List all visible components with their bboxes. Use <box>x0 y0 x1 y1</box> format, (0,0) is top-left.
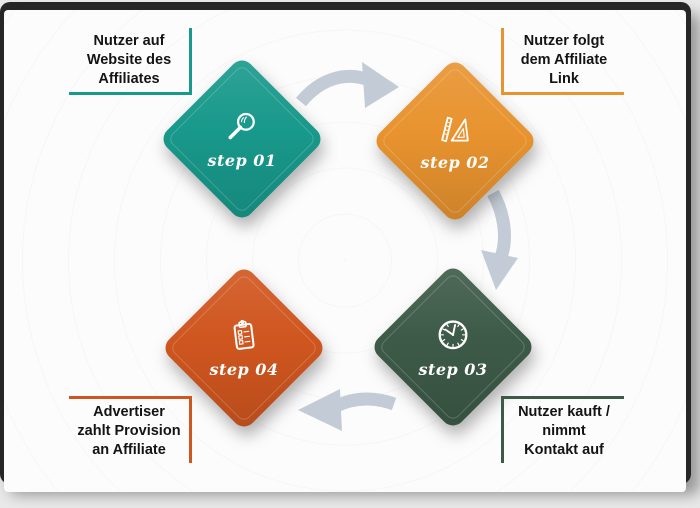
step-01-caption-text: Nutzer auf Website des Affiliates <box>86 32 172 87</box>
step-04-diamond: step 04 <box>160 264 328 432</box>
clipboard-icon <box>225 318 263 356</box>
step-03-diamond-shape: step 03 <box>369 263 537 431</box>
step-04-caption: Advertiser zahlt Provision an Affiliate <box>69 396 192 463</box>
step-03-diamond: step 03 <box>369 263 537 431</box>
ruler-triangle-icon <box>436 111 474 149</box>
step-01-diamond: step 01 <box>158 55 326 223</box>
clock-icon <box>433 316 473 356</box>
step-02-caption-text: Nutzer folgt dem Affiliate Link <box>520 32 608 87</box>
step-04-label: step 04 <box>209 359 279 379</box>
step-02-caption: Nutzer folgt dem Affiliate Link <box>501 28 624 95</box>
step-01-caption: Nutzer auf Website des Affiliates <box>69 28 192 95</box>
magnifier-icon <box>223 109 261 147</box>
step-01-diamond-shape: step 01 <box>158 55 326 223</box>
step-03-label: step 03 <box>418 359 488 379</box>
step-01-label: step 01 <box>207 150 277 170</box>
step-02-diamond-shape: step 02 <box>371 57 539 225</box>
step-02-diamond: step 02 <box>371 57 539 225</box>
step-02-label: step 02 <box>420 152 490 172</box>
step-03-caption-text: Nutzer kauft / nimmt Kontakt auf <box>518 403 610 458</box>
step-04-diamond-shape: step 04 <box>160 264 328 432</box>
step-04-caption-text: Advertiser zahlt Provision an Affiliate <box>77 403 181 458</box>
step-03-caption: Nutzer kauft / nimmt Kontakt auf <box>501 396 624 463</box>
